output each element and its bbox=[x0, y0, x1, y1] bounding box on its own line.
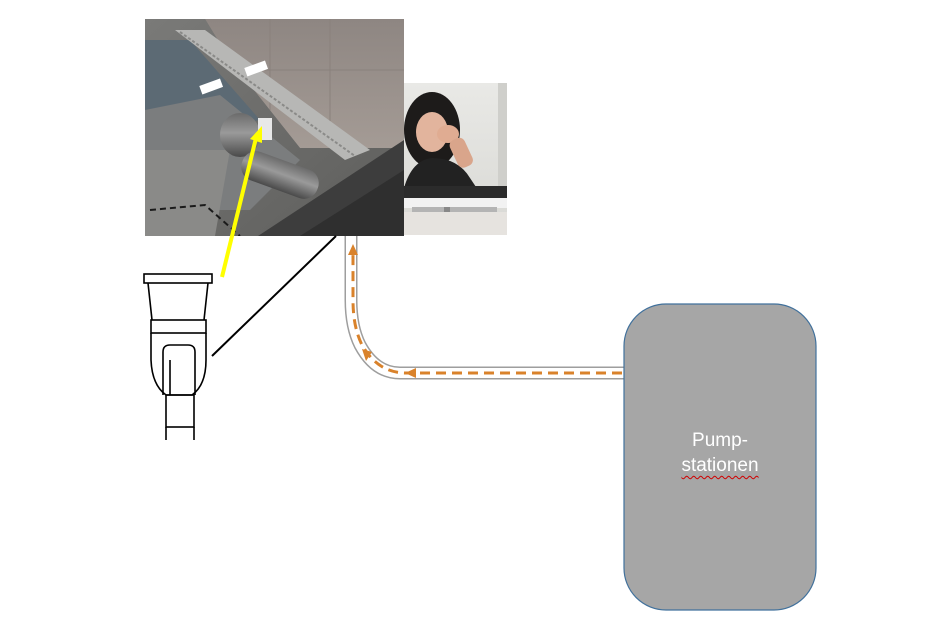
flow-arrowhead-vertical bbox=[348, 244, 358, 255]
flow-direction-arrow bbox=[351, 252, 622, 375]
drain-cross-section bbox=[143, 273, 213, 440]
pump-station-label-line2: stationen bbox=[624, 453, 816, 478]
pump-station-box bbox=[623, 303, 817, 611]
shower-drain-render-image bbox=[145, 19, 404, 236]
spellcheck-underline-text: stationen bbox=[681, 455, 759, 476]
yellow-indicator-arrow bbox=[220, 126, 262, 278]
drain-pipe bbox=[344, 236, 624, 380]
pump-station-label-line1: Pump- bbox=[692, 430, 748, 451]
pump-station-label: Pump- stationen bbox=[624, 428, 816, 478]
callout-leader-line bbox=[211, 235, 337, 357]
flow-arrowhead-bend bbox=[362, 349, 372, 361]
woman-holding-nose-image bbox=[404, 83, 507, 235]
flow-arrowhead-horizontal bbox=[405, 368, 416, 378]
